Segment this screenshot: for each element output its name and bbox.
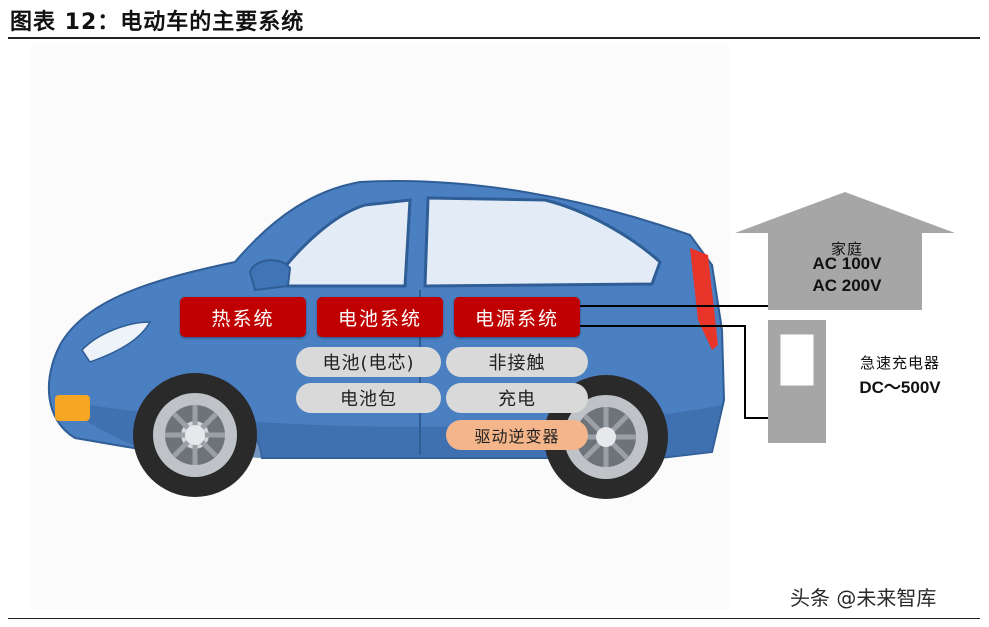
thermal-system-box: 热系统: [180, 297, 306, 337]
home-ac200-label: AC 200V: [767, 276, 927, 296]
battery-system-box: 电池系统: [317, 297, 443, 337]
home-ac100-label: AC 100V: [767, 254, 927, 274]
charger-spec-label: DC～500V: [830, 373, 970, 398]
front-wheel: [133, 373, 257, 497]
side-mirror: [250, 260, 290, 290]
inverter-pill: 驱动逆变器: [446, 420, 588, 450]
front-side-window: [425, 198, 660, 286]
bottom-rule: [8, 618, 980, 619]
charging-pill: 充电: [446, 383, 588, 413]
battery-pack-pill: 电池包: [296, 383, 441, 413]
battery-cell-pill: 电池(电芯): [296, 347, 441, 377]
charger-icon: [768, 320, 826, 443]
power-system-box: 电源系统: [454, 297, 580, 337]
contactless-pill: 非接触: [446, 347, 588, 377]
charger-label: 急速充电器: [830, 352, 970, 373]
front-indicator: [55, 395, 90, 421]
watermark: 头条 @未来智库: [790, 582, 936, 611]
